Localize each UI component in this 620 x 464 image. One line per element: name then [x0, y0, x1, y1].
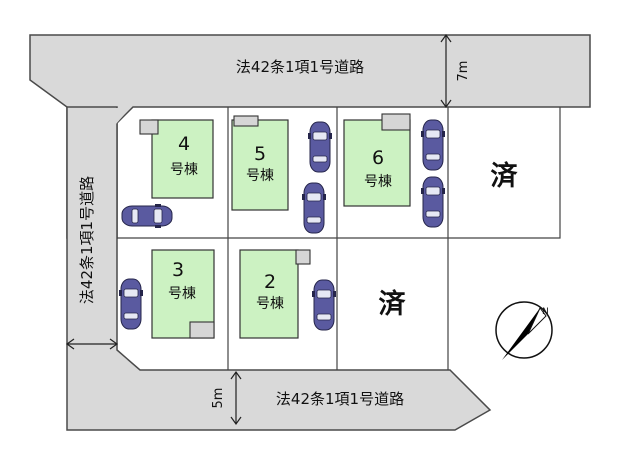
north-width-label: 7m — [456, 61, 471, 82]
sold-mark: 済 — [379, 288, 407, 320]
building-number: 4 — [178, 133, 190, 155]
road-patch — [68, 108, 130, 238]
car — [420, 176, 446, 228]
building-4-marker — [139, 119, 159, 135]
building-unit-label: 号棟 — [364, 174, 392, 190]
building-number: 3 — [172, 259, 184, 281]
car — [420, 119, 446, 171]
south-width-label: 5m — [211, 388, 226, 409]
building-2-marker — [295, 249, 311, 265]
building-number: 2 — [264, 271, 276, 293]
building-unit-label: 号棟 — [246, 168, 274, 184]
car — [311, 279, 337, 331]
building-6-marker — [381, 113, 411, 131]
building-3-marker — [189, 321, 215, 339]
building-3-label: 3 号棟 — [168, 259, 196, 302]
car — [121, 203, 173, 229]
building-6 — [343, 119, 411, 207]
building-unit-label: 号棟 — [168, 286, 196, 302]
building-unit-label: 号棟 — [256, 296, 284, 312]
lot-lines — [117, 107, 561, 370]
building-5-marker — [233, 115, 259, 127]
west-road-label: 法42条1項1号道路 — [78, 176, 96, 304]
building-6-label: 6 号棟 — [364, 147, 392, 190]
car — [118, 278, 144, 330]
building-number: 5 — [254, 143, 266, 165]
north-width-dimension: 7m — [440, 33, 471, 109]
building-5 — [231, 119, 289, 211]
building-4-label: 4 号棟 — [170, 133, 198, 178]
compass-n-label: N — [542, 307, 549, 317]
building-2 — [239, 249, 299, 339]
south-road-label: 法42条1項1号道路 — [276, 390, 404, 408]
north-road-label: 法42条1項1号道路 — [236, 58, 364, 76]
compass-needle — [502, 308, 540, 360]
car — [301, 182, 327, 234]
building-4 — [151, 119, 214, 199]
west-width-dimension — [65, 338, 119, 350]
building-unit-label: 号棟 — [170, 162, 198, 178]
building-number: 6 — [372, 147, 384, 169]
car — [307, 121, 333, 173]
north-compass: N — [495, 301, 553, 360]
sold-mark: 済 — [491, 160, 519, 192]
building-5-label: 5 号棟 — [246, 143, 274, 184]
south-width-dimension: 5m — [211, 370, 242, 426]
building-2-label: 2 号棟 — [256, 271, 284, 312]
